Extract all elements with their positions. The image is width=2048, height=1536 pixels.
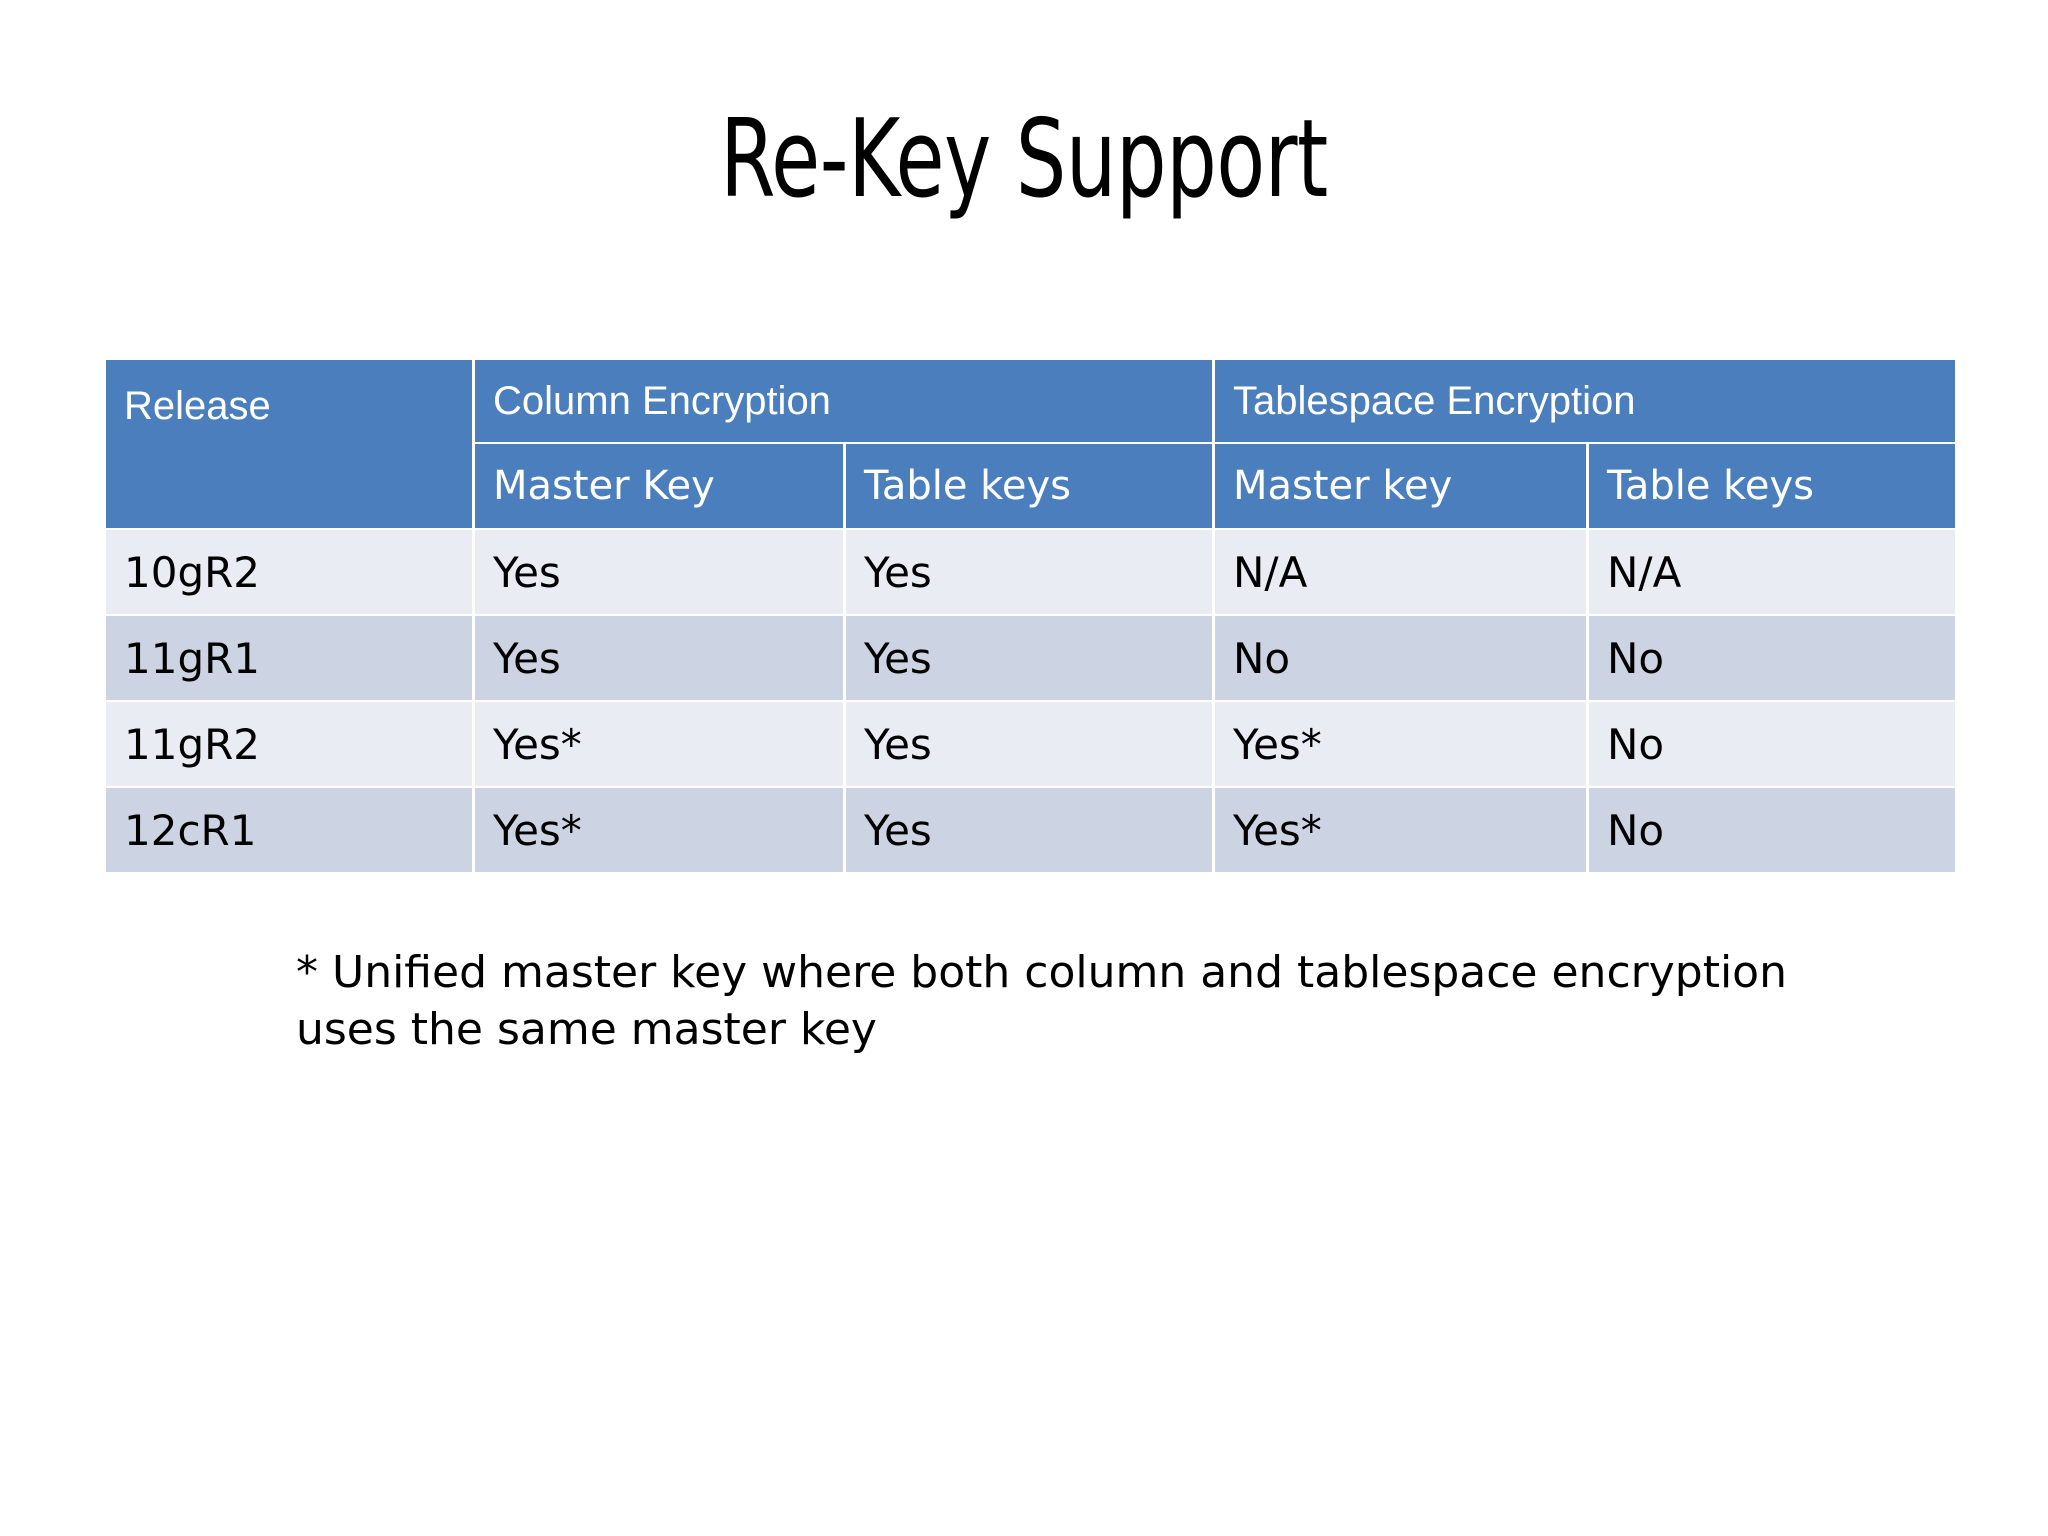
footnote-text: * Unified master key where both column a…	[296, 947, 1787, 1056]
cell-release: 11gR2	[106, 702, 472, 786]
cell-tablespace-table-keys: N/A	[1589, 530, 1955, 614]
cell-column-table-keys: Yes	[846, 616, 1212, 700]
cell-column-master-key: Yes	[475, 616, 843, 700]
page-title: Re-Key Support	[720, 97, 1328, 222]
cell-release: 12cR1	[106, 788, 472, 872]
table-row: 11gR1 Yes Yes No No	[106, 616, 1955, 700]
table-row: 12cR1 Yes* Yes Yes* No	[106, 788, 1955, 872]
cell-tablespace-master-key: N/A	[1215, 530, 1586, 614]
cell-tablespace-master-key: No	[1215, 616, 1586, 700]
column-header-release: Release	[106, 360, 472, 528]
table-header: Release Column Encryption Tablespace Enc…	[106, 360, 1955, 528]
column-group-header-tablespace-encryption: Tablespace Encryption	[1215, 360, 1955, 442]
cell-tablespace-master-key: Yes*	[1215, 702, 1586, 786]
table-body: 10gR2 Yes Yes N/A N/A 11gR1 Yes Yes No N…	[106, 530, 1955, 872]
cell-column-table-keys: Yes	[846, 788, 1212, 872]
cell-release: 11gR1	[106, 616, 472, 700]
rekey-support-table: Release Column Encryption Tablespace Enc…	[103, 358, 1958, 874]
column-header-column-table-keys: Table keys	[846, 444, 1212, 528]
rekey-support-table-container: Release Column Encryption Tablespace Enc…	[103, 358, 1955, 874]
cell-column-master-key: Yes	[475, 530, 843, 614]
cell-tablespace-table-keys: No	[1589, 702, 1955, 786]
cell-column-table-keys: Yes	[846, 702, 1212, 786]
table-header-row-subheaders: Master Key Table keys Master key Table k…	[106, 444, 1955, 528]
cell-column-master-key: Yes*	[475, 702, 843, 786]
table-row: 11gR2 Yes* Yes Yes* No	[106, 702, 1955, 786]
cell-tablespace-master-key: Yes*	[1215, 788, 1586, 872]
column-header-tablespace-master-key: Master key	[1215, 444, 1586, 528]
column-header-tablespace-table-keys: Table keys	[1589, 444, 1955, 528]
cell-column-table-keys: Yes	[846, 530, 1212, 614]
cell-tablespace-table-keys: No	[1589, 788, 1955, 872]
cell-release: 10gR2	[106, 530, 472, 614]
table-row: 10gR2 Yes Yes N/A N/A	[106, 530, 1955, 614]
cell-column-master-key: Yes*	[475, 788, 843, 872]
column-header-column-master-key: Master Key	[475, 444, 843, 528]
table-header-row-groups: Release Column Encryption Tablespace Enc…	[106, 360, 1955, 528]
cell-tablespace-table-keys: No	[1589, 616, 1955, 700]
column-group-header-column-encryption: Column Encryption	[475, 360, 1212, 442]
